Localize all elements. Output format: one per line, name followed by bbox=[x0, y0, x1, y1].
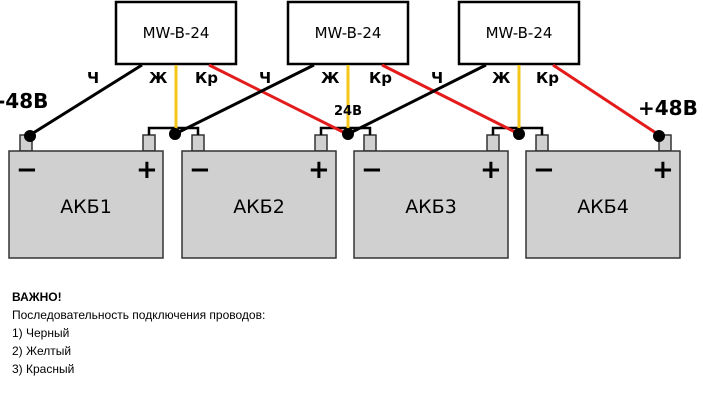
wire-label-yellow-2: Ж bbox=[321, 69, 340, 87]
battery-1-plus-sign: + bbox=[136, 155, 158, 185]
jumper-2-3 bbox=[319, 126, 372, 135]
node-batt-2-3 bbox=[342, 128, 354, 140]
wire-black-2 bbox=[174, 63, 315, 136]
voltage-middle-label: 24В bbox=[334, 104, 362, 119]
node-batt-1-2 bbox=[169, 128, 181, 140]
battery-4-label: АКБ4 bbox=[577, 196, 629, 218]
wire-black-3 bbox=[347, 63, 487, 136]
battery-4-minus-sign: − bbox=[533, 155, 555, 185]
wire-label-black-1: Ч bbox=[87, 69, 99, 87]
converter-2-label: MW-B-24 bbox=[315, 24, 382, 42]
wire-label-red-1: Кр bbox=[195, 69, 218, 87]
battery-2-plus-sign: + bbox=[308, 155, 330, 185]
battery-4: − + АКБ4 bbox=[525, 134, 681, 259]
battery-3-plus-terminal bbox=[486, 134, 500, 152]
battery-4-body bbox=[525, 150, 681, 259]
wire-red-1 bbox=[208, 63, 348, 136]
wire-label-red-3: Кр bbox=[536, 69, 559, 87]
battery-3: − + АКБ3 bbox=[353, 134, 509, 259]
battery-2-minus-terminal bbox=[191, 134, 205, 152]
notes-subtitle: Последовательность подключения проводов: bbox=[12, 308, 266, 322]
voltage-negative-label: -48В bbox=[0, 89, 48, 113]
wire-label-yellow-1: Ж bbox=[149, 69, 168, 87]
battery-1-plus-terminal bbox=[142, 134, 156, 152]
converter-1: MW-B-24 bbox=[114, 0, 238, 66]
converter-2: MW-B-24 bbox=[286, 0, 410, 66]
battery-4-minus-terminal bbox=[535, 134, 549, 152]
battery-2: − + АКБ2 bbox=[181, 134, 337, 259]
notes-item: 3) Красный bbox=[12, 362, 75, 376]
notes-item: 1) Черный bbox=[12, 326, 70, 340]
battery-3-plus-sign: + bbox=[480, 155, 502, 185]
battery-3-minus-terminal bbox=[363, 134, 377, 152]
converter-3-box bbox=[457, 0, 581, 66]
battery-1-body bbox=[8, 150, 164, 259]
node-batt-3-4 bbox=[513, 128, 525, 140]
wire-red-2 bbox=[381, 63, 520, 136]
battery-1-label: АКБ1 bbox=[60, 196, 112, 218]
node-plus-48 bbox=[653, 130, 665, 142]
wire-red-3 bbox=[552, 63, 660, 137]
battery-2-label: АКБ2 bbox=[233, 196, 285, 218]
converter-1-label: MW-B-24 bbox=[143, 24, 210, 42]
battery-3-body bbox=[353, 150, 509, 259]
notes-title: ВАЖНО! bbox=[12, 290, 62, 304]
battery-3-minus-sign: − bbox=[361, 155, 383, 185]
battery-2-body bbox=[181, 150, 337, 259]
converter-2-box bbox=[286, 0, 410, 66]
battery-1: − + АКБ1 bbox=[8, 134, 164, 259]
notes-item: 2) Желтый bbox=[12, 344, 72, 358]
battery-2-plus-terminal bbox=[314, 134, 328, 152]
battery-3-label: АКБ3 bbox=[405, 196, 457, 218]
battery-2-minus-sign: − bbox=[189, 155, 211, 185]
wire-label-black-2: Ч bbox=[259, 69, 271, 87]
battery-4-plus-sign: + bbox=[652, 155, 674, 185]
node-minus-48 bbox=[24, 130, 36, 142]
wire-label-red-2: Кр bbox=[369, 69, 392, 87]
wire-black-1 bbox=[29, 63, 143, 137]
battery-1-minus-sign: − bbox=[16, 155, 38, 185]
converter-1-box bbox=[114, 0, 238, 66]
voltage-positive-label: +48В bbox=[638, 96, 698, 120]
converter-3: MW-B-24 bbox=[457, 0, 581, 66]
jumper-1-2 bbox=[147, 126, 200, 135]
notes-block: ВАЖНО! Последовательность подключения пр… bbox=[12, 288, 265, 378]
wire-label-yellow-3: Ж bbox=[492, 69, 511, 87]
wire-label-black-3: Ч bbox=[431, 69, 443, 87]
converter-3-label: MW-B-24 bbox=[486, 24, 553, 42]
